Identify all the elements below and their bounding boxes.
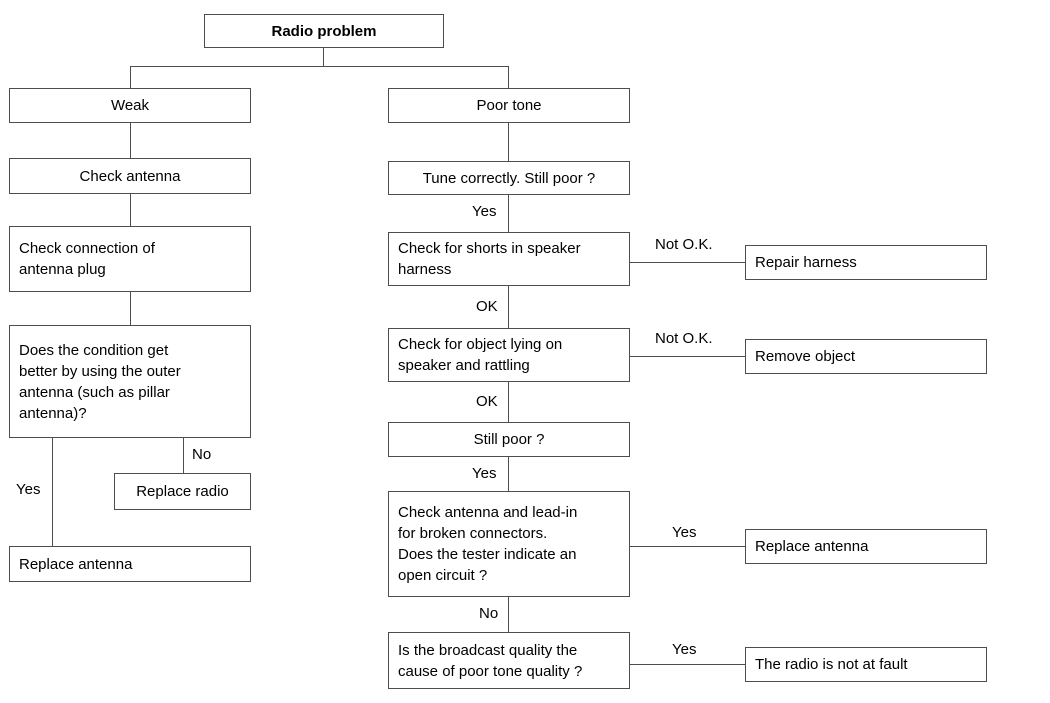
connector-tune-to-shorts xyxy=(508,194,509,232)
node-replace-antenna-right[interactable]: Replace antenna xyxy=(745,529,987,564)
node-check-shorts[interactable]: Check for shorts in speaker harness xyxy=(388,232,630,286)
node-tune-correctly[interactable]: Tune correctly. Still poor ? xyxy=(388,161,630,195)
connector-root-split-bar xyxy=(130,66,509,67)
edge-label-object-not-ok: Not O.K. xyxy=(653,330,715,347)
node-still-poor[interactable]: Still poor ? xyxy=(388,422,630,457)
connector-checkconnection-to-condition xyxy=(130,291,131,325)
connector-checkantenna-to-checkconnection xyxy=(130,193,131,226)
connector-object-to-remove xyxy=(629,356,745,357)
node-replace-antenna-left[interactable]: Replace antenna xyxy=(9,546,251,582)
node-radio-problem[interactable]: Radio problem xyxy=(204,14,444,48)
connector-shorts-to-repair xyxy=(629,262,745,263)
connector-root-down xyxy=(323,47,324,66)
node-radio-not-at-fault[interactable]: The radio is not at fault xyxy=(745,647,987,682)
connector-leadin-to-replaceantenna xyxy=(629,546,745,547)
node-replace-radio[interactable]: Replace radio xyxy=(114,473,251,510)
connector-leadin-to-broadcast xyxy=(508,596,509,632)
connector-weak-to-checkantenna xyxy=(130,122,131,158)
edge-label-leadin-yes: Yes xyxy=(670,524,699,541)
node-check-antenna[interactable]: Check antenna xyxy=(9,158,251,194)
edge-label-broadcast-yes: Yes xyxy=(670,641,699,658)
connector-split-to-weak xyxy=(130,66,131,88)
edge-label-shorts-ok: OK xyxy=(474,298,500,315)
edge-label-condition-yes: Yes xyxy=(14,481,43,498)
node-broadcast-quality[interactable]: Is the broadcast quality the cause of po… xyxy=(388,632,630,689)
edge-label-leadin-no: No xyxy=(477,605,501,622)
connector-stillpoor-to-leadin xyxy=(508,456,509,491)
node-repair-harness[interactable]: Repair harness xyxy=(745,245,987,280)
edge-label-stillpoor-yes: Yes xyxy=(470,465,499,482)
edge-label-tune-yes: Yes xyxy=(470,203,499,220)
connector-poortone-to-tune xyxy=(508,122,509,161)
node-check-leadin[interactable]: Check antenna and lead-in for broken con… xyxy=(388,491,630,597)
node-check-connection[interactable]: Check connection of antenna plug xyxy=(9,226,251,292)
connector-condition-yes xyxy=(52,437,53,546)
connector-split-to-poortone xyxy=(508,66,509,88)
connector-shorts-to-object xyxy=(508,285,509,328)
node-check-object[interactable]: Check for object lying on speaker and ra… xyxy=(388,328,630,382)
edge-label-condition-no: No xyxy=(190,446,214,463)
node-poor-tone[interactable]: Poor tone xyxy=(388,88,630,123)
node-weak[interactable]: Weak xyxy=(9,88,251,123)
edge-label-object-ok: OK xyxy=(474,393,500,410)
node-does-condition-get-better[interactable]: Does the condition get better by using t… xyxy=(9,325,251,438)
connector-object-to-stillpoor xyxy=(508,381,509,422)
edge-label-shorts-not-ok: Not O.K. xyxy=(653,236,715,253)
node-remove-object[interactable]: Remove object xyxy=(745,339,987,374)
connector-broadcast-to-notatfault xyxy=(629,664,745,665)
connector-condition-no xyxy=(183,437,184,473)
